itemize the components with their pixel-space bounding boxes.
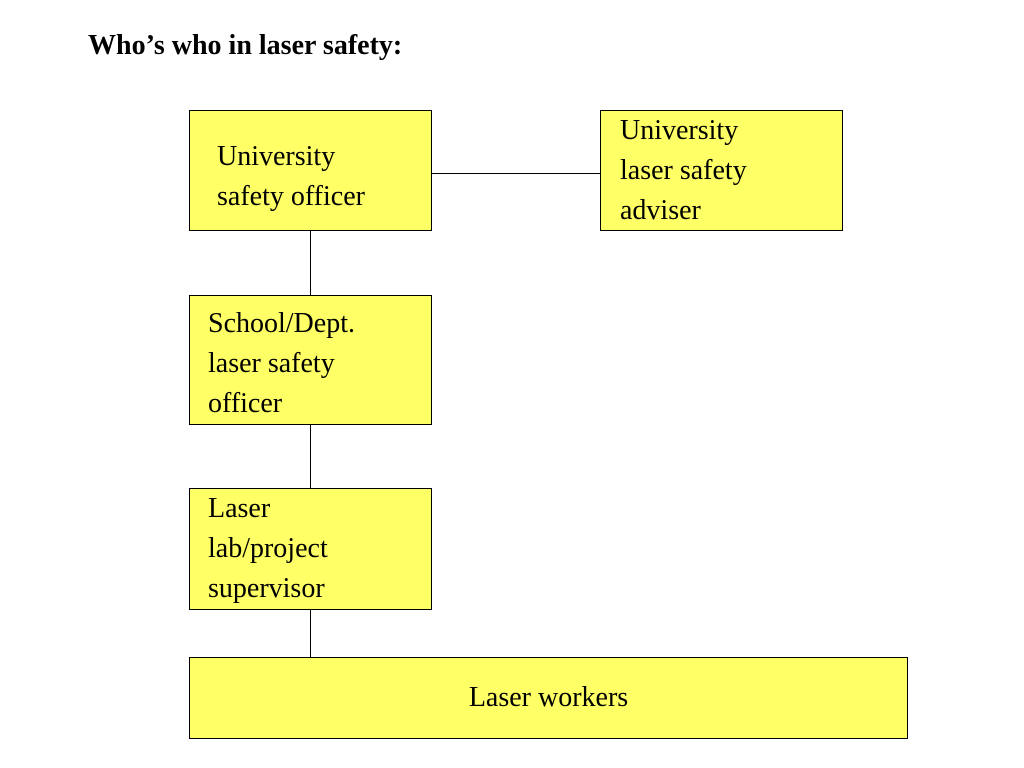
box-label-line: safety officer xyxy=(217,181,365,212)
connector-officer-adviser xyxy=(431,173,601,174)
box-label-line: School/Dept. xyxy=(208,308,355,339)
connector-officer-dept xyxy=(310,230,311,296)
box-label-line: supervisor xyxy=(208,573,325,604)
page-title: Who’s who in laser safety: xyxy=(88,30,403,61)
box-label-line: officer xyxy=(208,388,283,419)
laser-workers-box: Laser workers xyxy=(189,657,908,739)
box-label-line: laser safety xyxy=(208,348,335,379)
university-laser-safety-adviser-box: University laser safety adviser xyxy=(600,110,843,231)
dept-laser-safety-officer-box: School/Dept. laser safety officer xyxy=(189,295,432,425)
box-label-line: University xyxy=(217,141,336,172)
box-label-line: adviser xyxy=(620,195,701,226)
box-label-line: Laser workers xyxy=(468,682,629,713)
box-label-line: lab/project xyxy=(208,533,328,564)
box-label-line: University xyxy=(620,115,739,146)
connector-supervisor-workers xyxy=(310,609,311,658)
box-label-line: laser safety xyxy=(620,155,747,186)
connector-dept-supervisor xyxy=(310,424,311,489)
university-safety-officer-box: University safety officer xyxy=(189,110,432,231)
lab-project-supervisor-box: Laser lab/project supervisor xyxy=(189,488,432,610)
box-label-line: Laser xyxy=(208,493,271,524)
